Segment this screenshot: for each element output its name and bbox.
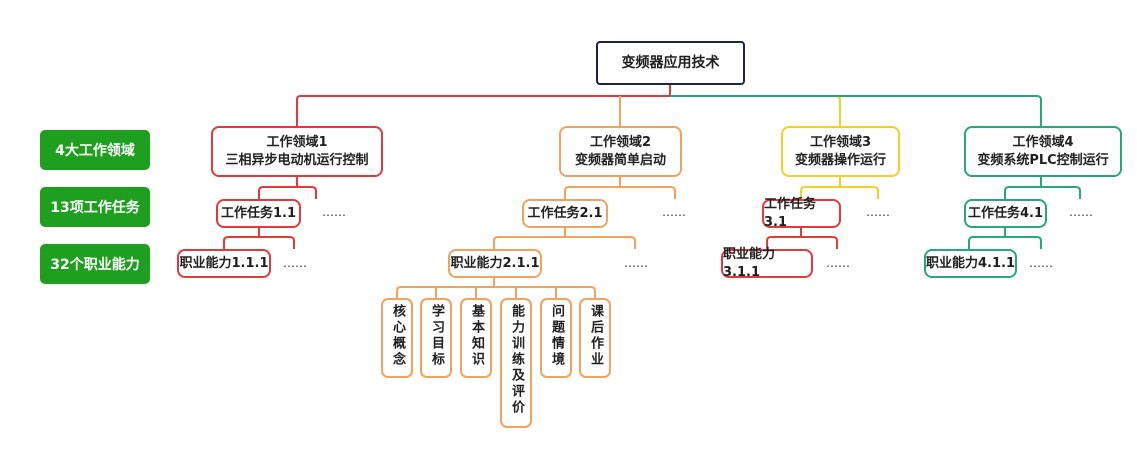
item-label: 学习目标 — [429, 304, 444, 368]
domain-subtitle: 变频器简单启动 — [574, 152, 666, 168]
level-label-abilities: 32个职业能力 — [40, 244, 150, 284]
domain-title: 工作领域4 — [1012, 134, 1074, 150]
root-node: 变频器应用技术 — [596, 41, 745, 85]
task-ellipsis-3: …… — [866, 205, 890, 219]
task-node-1: 工作任务1.1 — [216, 199, 301, 228]
ability-label: 职业能力4.1.1 — [926, 255, 1016, 271]
domain-subtitle: 三相异步电动机运行控制 — [225, 152, 369, 168]
task-label: 工作任务3.1 — [764, 196, 817, 230]
domain-node-3: 工作领域3 变频器操作运行 — [781, 126, 900, 177]
domain-subtitle: 变频系统PLC控制运行 — [977, 152, 1109, 168]
item-label: 问题情境 — [549, 304, 564, 368]
ability-node-1: 职业能力1.1.1 — [177, 249, 271, 278]
task-ellipsis-2: …… — [662, 205, 686, 219]
item-ability-training: 能力训练及评价 — [500, 298, 532, 428]
task-node-3: 工作任务3.1 — [762, 197, 841, 230]
task-ellipsis-4: …… — [1069, 205, 1093, 219]
ability-node-4: 职业能力4.1.1 — [924, 249, 1017, 278]
task-node-4: 工作任务4.1 — [964, 199, 1047, 228]
level-label-tasks: 13项工作任务 — [40, 187, 150, 227]
ability-ellipsis-3: …… — [826, 256, 850, 270]
ability-ellipsis-4: …… — [1029, 256, 1053, 270]
item-basic-knowledge: 基本知识 — [460, 298, 492, 378]
item-core-concept: 核心概念 — [381, 298, 413, 378]
item-label: 基本知识 — [469, 304, 484, 368]
task-ellipsis-1: …… — [322, 205, 346, 219]
level-label-domains: 4大工作领域 — [40, 130, 150, 170]
domain-title: 工作领域1 — [266, 134, 328, 150]
domain-title: 工作领域3 — [809, 134, 872, 150]
item-label: 核心概念 — [390, 304, 405, 368]
item-problem-situation: 问题情境 — [540, 298, 572, 378]
domain-subtitle: 变频器操作运行 — [794, 152, 886, 168]
domain-node-4: 工作领域4 变频系统PLC控制运行 — [964, 126, 1122, 177]
task-node-2: 工作任务2.1 — [522, 199, 608, 228]
task-label: 工作任务1.1 — [220, 205, 297, 221]
ability-label: 职业能力2.1.1 — [450, 255, 540, 271]
root-label: 变频器应用技术 — [621, 55, 720, 71]
task-label: 工作任务4.1 — [967, 205, 1044, 221]
item-label: 课后作业 — [588, 304, 603, 368]
ability-node-2: 职业能力2.1.1 — [448, 249, 542, 278]
ability-ellipsis-2: …… — [624, 256, 648, 270]
ability-node-3: 职业能力3.1.1 — [721, 247, 813, 280]
ability-label: 职业能力1.1.1 — [179, 255, 269, 271]
domain-node-1: 工作领域1 三相异步电动机运行控制 — [211, 126, 383, 177]
item-learning-goals: 学习目标 — [420, 298, 452, 378]
ability-ellipsis-1: …… — [283, 256, 307, 270]
item-homework: 课后作业 — [579, 298, 611, 378]
domain-node-2: 工作领域2 变频器简单启动 — [559, 126, 682, 177]
task-label: 工作任务2.1 — [527, 205, 603, 221]
domain-title: 工作领域2 — [589, 134, 652, 150]
item-label: 能力训练及评价 — [509, 304, 524, 416]
ability-label: 职业能力3.1.1 — [723, 246, 776, 280]
